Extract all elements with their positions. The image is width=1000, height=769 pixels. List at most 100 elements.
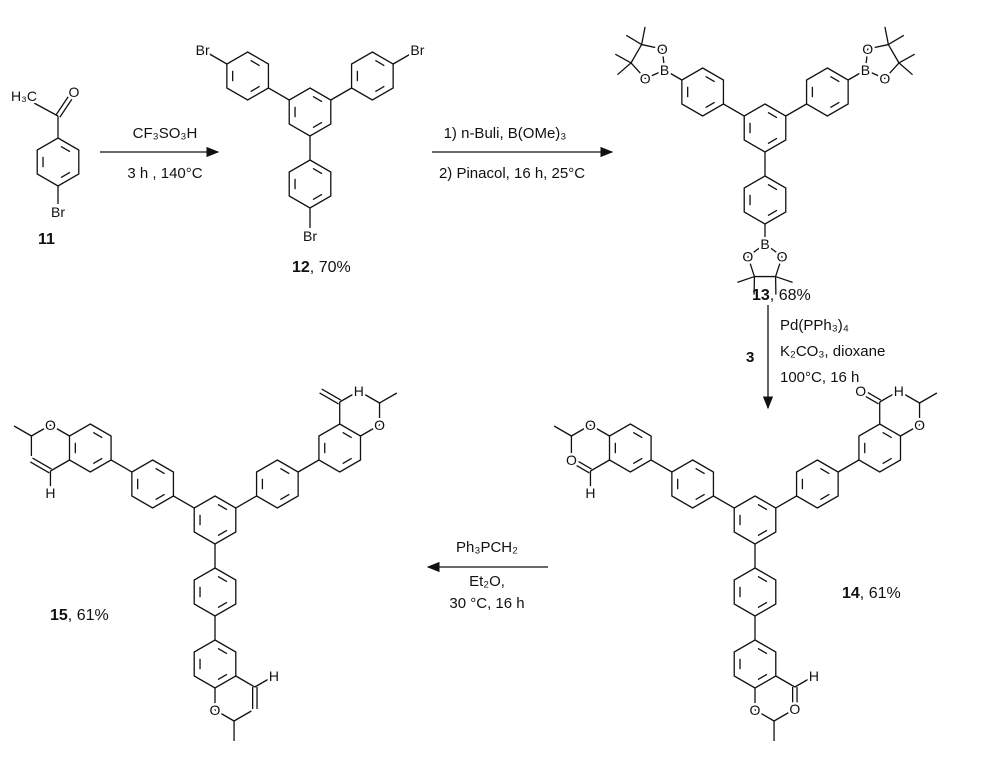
oxygen-atom: O bbox=[777, 248, 788, 264]
step3-reactant-number: 3 bbox=[746, 349, 754, 366]
dioxaborolane-bond bbox=[867, 43, 889, 50]
dioxaborolane-bond bbox=[747, 256, 756, 277]
methyl-bond bbox=[888, 34, 905, 46]
bond bbox=[50, 459, 70, 472]
methyl-group: H₃C bbox=[11, 88, 37, 104]
dioxaborolane-bond bbox=[864, 48, 869, 71]
ether-bond bbox=[571, 424, 591, 437]
bromine-atom: Br bbox=[196, 42, 210, 58]
vinyl-double-bond bbox=[319, 392, 339, 405]
aromatic-double-bond bbox=[882, 457, 893, 465]
ether-bond bbox=[360, 424, 380, 437]
compound-15-number: 15 bbox=[50, 607, 68, 624]
aromatic-double-bond bbox=[217, 647, 228, 655]
methyl-bond bbox=[614, 53, 632, 64]
bond bbox=[794, 678, 810, 688]
methyl-bond bbox=[898, 62, 913, 76]
dioxaborolane-bond bbox=[764, 243, 783, 257]
vinyl-double-bond bbox=[321, 388, 342, 401]
bond bbox=[235, 675, 256, 688]
aldehyde-oxygen: O bbox=[855, 383, 866, 399]
aromatic-double-bond bbox=[60, 145, 71, 153]
bond bbox=[879, 393, 894, 403]
ether-bond bbox=[590, 424, 610, 437]
aromatic-double-bond bbox=[217, 673, 228, 681]
aromatic-double-bond bbox=[820, 467, 830, 475]
boron-atom: B bbox=[760, 236, 769, 252]
aromatic-double-bond bbox=[767, 111, 778, 119]
isopropoxy-oxygen: O bbox=[750, 702, 761, 718]
dioxaborolane-bond bbox=[887, 44, 900, 64]
step4-reagent: Ph₃PCH₂ bbox=[456, 539, 518, 556]
bromine-atom: Br bbox=[303, 228, 317, 244]
ether-bond bbox=[31, 424, 51, 437]
carbonyl-double-bond bbox=[572, 457, 592, 470]
aromatic-double-bond bbox=[342, 431, 353, 439]
aromatic-double-bond bbox=[757, 575, 768, 583]
aromatic-double-bond bbox=[312, 193, 323, 201]
methyl-bond bbox=[901, 392, 920, 404]
aromatic-double-bond bbox=[342, 457, 353, 465]
dioxaborolane-bond bbox=[630, 62, 646, 80]
aromatic-double-bond bbox=[375, 85, 385, 93]
isopropoxy-oxygen: O bbox=[45, 417, 56, 433]
aromatic-double-bond bbox=[757, 601, 768, 609]
aromatic-double-bond bbox=[695, 467, 705, 475]
compound-13-number: 13 bbox=[752, 287, 770, 304]
bond bbox=[209, 53, 228, 65]
aromatic-double-bond bbox=[757, 673, 768, 681]
isopropoxy-oxygen: O bbox=[585, 417, 596, 433]
oxygen-atom: O bbox=[69, 84, 80, 100]
ether-bond bbox=[754, 709, 775, 722]
aromatic-double-bond bbox=[767, 209, 778, 217]
dioxaborolane-bond bbox=[644, 69, 665, 80]
dioxaborolane-bond bbox=[774, 256, 783, 277]
methyl-bond bbox=[640, 26, 646, 45]
aromatic-double-bond bbox=[155, 467, 165, 475]
bromine-atom: Br bbox=[51, 204, 65, 220]
aromatic-double-bond bbox=[767, 183, 778, 191]
carbonyl-double-bond bbox=[59, 98, 73, 118]
aromatic-double-bond bbox=[830, 101, 840, 109]
aromatic-double-bond bbox=[250, 85, 260, 93]
step1-reagent: CF₃SO₃H bbox=[133, 125, 198, 142]
methyl-bond bbox=[13, 425, 32, 437]
bond-layer bbox=[13, 26, 938, 741]
methyl-bond bbox=[773, 710, 792, 722]
aromatic-double-bond bbox=[375, 59, 385, 67]
bond bbox=[339, 393, 354, 403]
aromatic-double-bond bbox=[92, 431, 103, 439]
hydrogen-atom: H bbox=[585, 485, 595, 501]
compound-12-label: 12, 70% bbox=[292, 259, 351, 276]
isopropoxy-oxygen: O bbox=[210, 702, 221, 718]
aromatic-double-bond bbox=[312, 121, 323, 129]
compound-12-number: 12 bbox=[292, 259, 310, 276]
methyl-bond bbox=[737, 275, 755, 284]
aromatic-double-bond bbox=[882, 431, 893, 439]
aromatic-double-bond bbox=[632, 457, 643, 465]
bond bbox=[775, 675, 796, 688]
dioxaborolane-bond bbox=[661, 48, 666, 71]
step2-reagent-1: 1) n-Buli, B(OMe)₃ bbox=[444, 125, 567, 142]
aromatic-double-bond bbox=[155, 493, 165, 501]
aromatic-double-bond bbox=[92, 457, 103, 465]
dioxaborolane-bond bbox=[641, 43, 663, 50]
aromatic-double-bond bbox=[757, 647, 768, 655]
aromatic-double-bond bbox=[312, 95, 323, 103]
isopropoxy-oxygen: O bbox=[374, 417, 385, 433]
oxygen-atom: O bbox=[862, 41, 873, 57]
vinyl-double-bond bbox=[29, 461, 50, 474]
dioxaborolane-bond bbox=[747, 243, 766, 257]
oxygen-atom: O bbox=[657, 41, 668, 57]
aromatic-double-bond bbox=[280, 493, 290, 501]
aromatic-double-bond bbox=[705, 75, 715, 83]
carbonyl-double-bond bbox=[569, 461, 590, 474]
step1-conditions: 3 h , 140°C bbox=[127, 165, 202, 182]
ether-bond bbox=[214, 709, 235, 722]
aromatic-double-bond bbox=[217, 529, 228, 537]
aromatic-double-bond bbox=[767, 137, 778, 145]
methyl-bond bbox=[553, 425, 572, 437]
step2-reagent-2: 2) Pinacol, 16 h, 25°C bbox=[439, 165, 585, 182]
hydrogen-atom: H bbox=[269, 668, 279, 684]
